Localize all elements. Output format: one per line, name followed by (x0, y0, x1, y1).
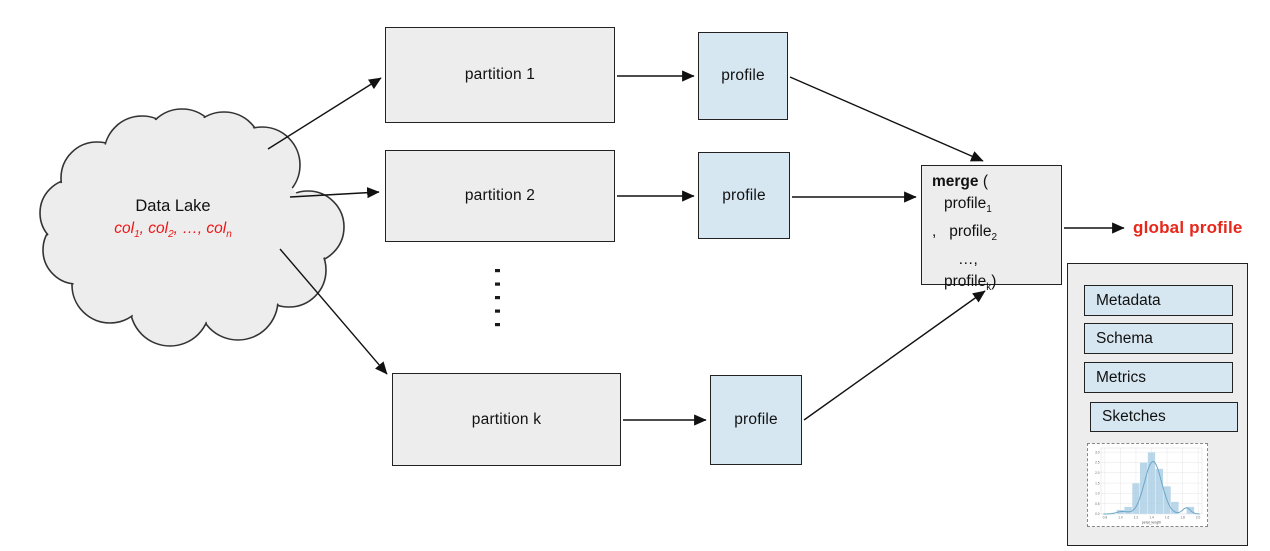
svg-text:1.4: 1.4 (1149, 516, 1154, 520)
merge-box-line: …, (958, 251, 978, 268)
vertical-ellipsis-dots (495, 269, 500, 327)
svg-text:2.0: 2.0 (1095, 471, 1100, 475)
arrow-cloud-to-partition-k (279, 248, 388, 375)
svg-text:petal_length: petal_length (1142, 521, 1162, 525)
data-lake-cloud (39, 108, 345, 347)
svg-text:3.0: 3.0 (1095, 450, 1100, 454)
sketches-label: Sketches (1102, 408, 1166, 425)
profile-2-box: profile (698, 152, 790, 239)
arrow-profile-3-to-merge (803, 290, 986, 421)
merge-box-line: , profile2 (932, 223, 998, 243)
panel-item-metadata: Metadata (1084, 285, 1233, 316)
svg-text:1.6: 1.6 (1165, 516, 1170, 520)
partition-1-label: partition 1 (464, 66, 536, 83)
merge-box-line: profilek) (944, 273, 997, 293)
partition-k-label: partition k (471, 410, 542, 428)
svg-text:0.0: 0.0 (1095, 512, 1100, 516)
partition-1-box: partition 1 (385, 27, 615, 123)
arrow-cloud-to-partition-1 (267, 77, 382, 150)
profile-2-label: profile (722, 186, 766, 204)
merge-box-line: merge ( (932, 173, 988, 190)
merge-box-line: profile1 (944, 195, 992, 215)
global-profile-label: global profile (1133, 218, 1243, 237)
arrow-cloud-to-partition-2 (289, 187, 380, 199)
arrow-profile-1-to-merge (789, 76, 984, 162)
schema-label: Schema (1096, 329, 1153, 347)
profile-3-box: profile (710, 375, 802, 465)
histogram-chart: 0.0 0.5 1.0 1.5 2.0 2.5 3.0 0.8 1.0 1.2 1.4 1.6 1.8 2… (1095, 447, 1203, 525)
metadata-label: Metadata (1096, 291, 1161, 309)
partition-2-label: partition 2 (464, 187, 536, 204)
metrics-label: Metrics (1096, 368, 1146, 386)
partition-k-box: partition k (392, 373, 621, 466)
svg-text:2.5: 2.5 (1095, 461, 1100, 465)
panel-item-metrics: Metrics (1084, 362, 1233, 393)
svg-text:1.5: 1.5 (1095, 481, 1100, 485)
merge-box: merge ( profile1 , profile2 …, profilek) (921, 165, 1062, 293)
arrows (267, 70, 1125, 426)
panel-item-sketches: Sketches (1090, 402, 1238, 432)
svg-text:1.0: 1.0 (1095, 492, 1100, 496)
svg-text:1.2: 1.2 (1134, 516, 1139, 520)
profile-1-label: profile (721, 67, 765, 84)
partition-2-box: partition 2 (385, 150, 615, 242)
profile-contents-panel: Metadata Schema Metrics Sketches 0.0 0.5 1… (1067, 263, 1248, 546)
sketch-histogram-thumbnail: 0.0 0.5 1.0 1.5 2.0 2.5 3.0 0.8 1.0 1.2 1.4 1.6 1.8 2… (1087, 443, 1208, 527)
svg-text:1.0: 1.0 (1118, 516, 1123, 520)
profile-3-label: profile (734, 411, 778, 428)
svg-text:1.8: 1.8 (1180, 516, 1185, 520)
profile-1-box: profile (698, 32, 788, 120)
svg-text:0.5: 0.5 (1095, 502, 1100, 506)
svg-text:2.0: 2.0 (1196, 516, 1201, 520)
panel-item-schema: Schema (1084, 323, 1233, 354)
svg-text:0.8: 0.8 (1103, 516, 1108, 520)
